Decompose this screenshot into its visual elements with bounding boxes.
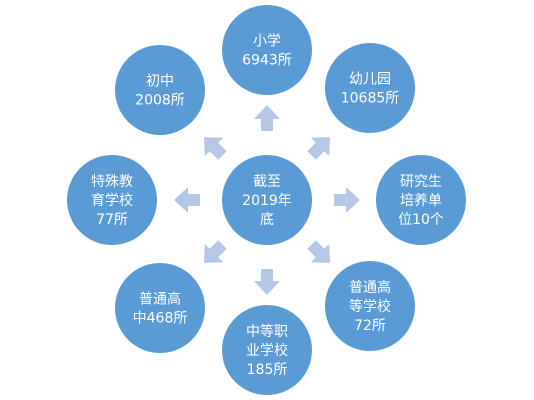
node-vocational-shape	[220, 303, 314, 397]
node-vocational-label-line: 185所	[247, 362, 288, 378]
arrow-kindergarten-shape	[307, 137, 330, 160]
node-special-label-line: 育学校	[91, 192, 133, 209]
node-kindergarten-label-line: 幼儿园	[349, 72, 391, 88]
node-kindergarten-label-line: 10685所	[341, 91, 400, 107]
arrow-special-shape	[174, 187, 200, 213]
node-higher-label-line: 等学校	[349, 298, 391, 315]
arrow-graduate	[334, 187, 360, 213]
node-special-shape	[65, 153, 159, 247]
center-circle-label-line: 2019年	[242, 193, 292, 209]
arrow-higher-shape	[307, 240, 330, 263]
center-circle-label-line: 底	[260, 212, 274, 228]
node-special-label-line: 77所	[96, 212, 128, 228]
node-vocational-label-line: 业学校	[246, 342, 288, 359]
node-graduate-shape	[374, 153, 468, 247]
node-primary-label-line: 小学	[253, 34, 281, 50]
arrow-junior-shape	[204, 137, 227, 160]
node-high-label-line: 中468所	[133, 311, 188, 327]
center-circle-shape	[220, 153, 314, 247]
node-special-label-line: 特殊教	[91, 174, 133, 190]
arrow-primary	[254, 105, 280, 131]
node-higher-label-line: 72所	[354, 318, 386, 334]
node-primary-shape	[220, 3, 314, 97]
node-graduate-label-line: 位10个	[398, 212, 444, 228]
node-primary-label-line: 6943所	[242, 53, 292, 69]
arrow-high	[204, 240, 227, 263]
node-high-label-line: 普通高	[139, 291, 181, 308]
circle-layer: 截至2019年底小学6943所幼儿园10685所研究生培养单位10个普通高等学校…	[65, 3, 468, 397]
node-kindergarten: 幼儿园 10685所	[323, 41, 417, 135]
arrow-primary-shape	[254, 105, 280, 131]
node-junior-shape	[113, 43, 207, 137]
node-higher-shape	[323, 259, 417, 353]
node-junior: 初中 2008所	[113, 43, 207, 137]
node-higher-label-line: 普通高	[349, 279, 391, 296]
node-vocational-label-line: 中等职	[246, 323, 288, 340]
node-junior-label-line: 2008所	[135, 93, 185, 109]
center-circle-label-line: 截至	[253, 174, 281, 190]
arrow-special	[174, 187, 200, 213]
arrow-higher	[307, 240, 330, 263]
node-primary: 小学 6943所	[220, 3, 314, 97]
arrow-vocational	[254, 269, 280, 295]
node-junior-label-line: 初中	[146, 73, 174, 90]
arrow-junior	[204, 137, 227, 160]
arrow-layer	[174, 105, 360, 295]
arrow-high-shape	[204, 240, 227, 263]
node-graduate-label-line: 研究生	[400, 174, 442, 190]
node-kindergarten-shape	[323, 41, 417, 135]
arrow-kindergarten	[307, 137, 330, 160]
arrow-graduate-shape	[334, 187, 360, 213]
arrow-vocational-shape	[254, 269, 280, 295]
node-graduate-label-line: 培养单	[400, 193, 442, 209]
node-high-shape	[113, 261, 207, 355]
